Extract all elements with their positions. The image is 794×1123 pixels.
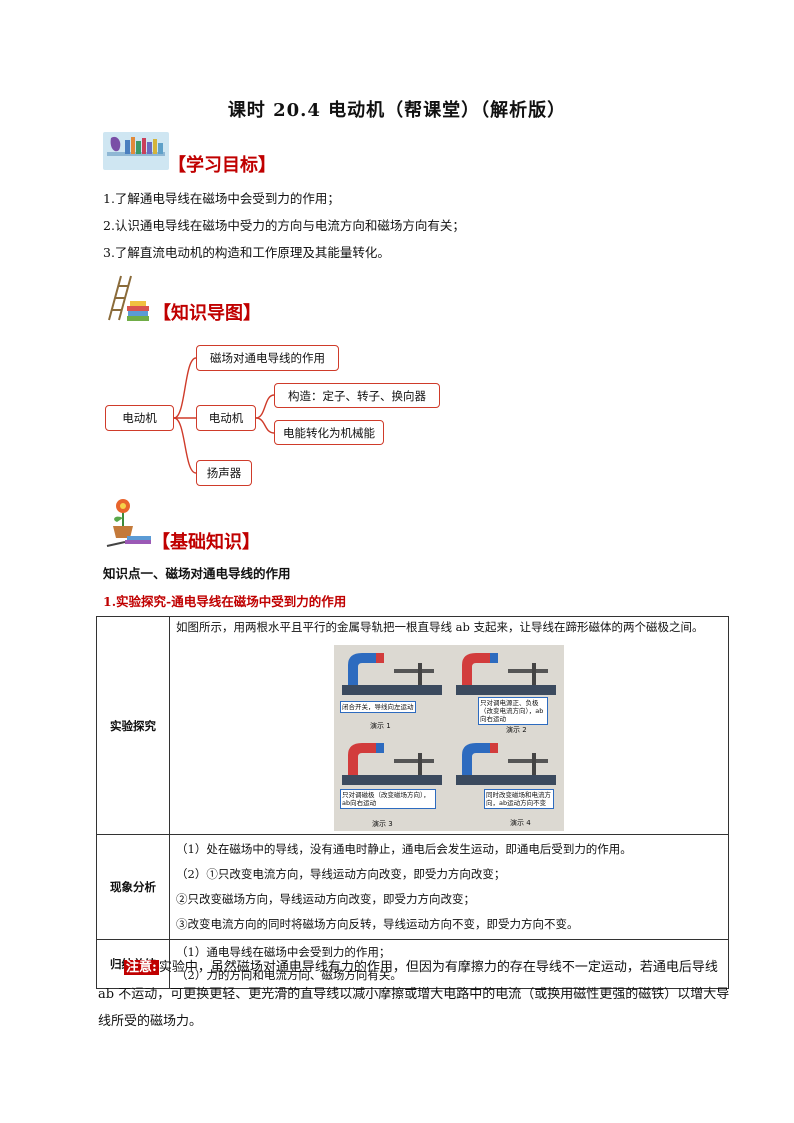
- analysis-line: ②只改变磁场方向，导线运动方向改变，即受力方向改变；: [176, 892, 475, 906]
- demo-name: 演示 3: [372, 820, 393, 828]
- goal-item: 1.了解通电导线在磁场中会受到力的作用；: [103, 191, 340, 206]
- analysis-line: ③改变电流方向的同时将磁场方向反转，导线运动方向不变，即受力方向不变。: [176, 917, 579, 931]
- row-label: 现象分析: [96, 834, 170, 940]
- demo-caption: 只对调磁极（改变磁场方向），ab向右运动: [340, 789, 436, 809]
- table-row: 实验探究 如图所示，用两根水平且平行的金属导轨把一根直导线 ab 支起来，让导线…: [96, 616, 729, 835]
- demo-name: 演示 2: [506, 726, 527, 734]
- goal-item: 2.认识通电导线在磁场中受力的方向与电流方向和磁场方向有关；: [103, 218, 465, 233]
- mindmap-motor-structure: 构造：定子、转子、换向器: [274, 383, 440, 408]
- demo-caption: 闭合开关，导线向左运动: [340, 701, 416, 713]
- section-title-basics: 【基础知识】: [152, 532, 260, 553]
- row-label: 实验探究: [96, 616, 170, 835]
- mindmap-branch-speaker: 扬声器: [196, 460, 252, 486]
- demo-caption: 只对调电源正、负极（改变电流方向），ab向右运动: [478, 697, 548, 725]
- row-content: 如图所示，用两根水平且平行的金属导轨把一根直导线 ab 支起来，让导线在蹄形磁体…: [169, 616, 729, 835]
- page-title: 课时 20.4 电动机（帮课堂）（解析版）: [227, 100, 567, 121]
- flowerpot-books-icon: [103, 496, 153, 548]
- note-paragraph: 注意:实验中，虽然磁场对通电导线有力的作用，但因为有摩擦力的存在导线不一定运动，…: [98, 954, 730, 1035]
- summary-line: （1）通电导线在磁场中会受到力的作用；: [176, 945, 391, 959]
- mindmap-branch-motor: 电动机: [196, 405, 256, 431]
- section-title-goals: 【学习目标】: [168, 155, 276, 176]
- summary-line: （2）力的方向和电流方向、磁场方向有关。: [176, 968, 402, 982]
- section-title-mindmap: 【知识导图】: [153, 303, 261, 324]
- row-content: （1）通电导线在磁场中会受到力的作用； （2）力的方向和电流方向、磁场方向有关。: [169, 939, 729, 989]
- mindmap-energy-conversion: 电能转化为机械能: [274, 420, 384, 445]
- mindmap-root: 电动机: [105, 405, 174, 431]
- table-row: 现象分析 （1）处在磁场中的导线，没有通电时静止，通电后会发生运动，即通电后受到…: [96, 834, 729, 940]
- note-text: 实验中，虽然磁场对通电导线有力的作用，但因为有摩擦力的存在导线不一定运动，若通电…: [98, 960, 730, 1029]
- row-content: （1）处在磁场中的导线，没有通电时静止，通电后会发生运动，即通电后受到力的作用。…: [169, 834, 729, 940]
- demo-caption: 同时改变磁场和电流方向，ab运动方向不变: [484, 789, 554, 809]
- knowledge-point-heading: 知识点一、磁场对通电导线的作用: [103, 566, 291, 581]
- experiment-subheading: 1.实验探究-通电导线在磁场中受到力的作用: [103, 594, 347, 609]
- demo-name: 演示 1: [370, 722, 391, 730]
- demo-name: 演示 4: [510, 819, 531, 827]
- analysis-line: （2）①只改变电流方向，导线运动方向改变，即受力方向改变；: [176, 867, 506, 881]
- table-row: 归纳总结 （1）通电导线在磁场中会受到力的作用； （2）力的方向和电流方向、磁场…: [96, 939, 729, 989]
- ladder-books-icon: [103, 272, 153, 322]
- experiment-photo: 闭合开关，导线向左运动 演示 1 只对调电源正、负极（改变电流方向），ab向右运…: [334, 645, 564, 831]
- goal-item: 3.了解直流电动机的构造和工作原理及其能量转化。: [103, 245, 390, 260]
- analysis-line: （1）处在磁场中的导线，没有通电时静止，通电后会发生运动，即通电后受到力的作用。: [176, 842, 632, 856]
- note-tag: 注意:: [124, 960, 159, 975]
- experiment-description: 如图所示，用两根水平且平行的金属导轨把一根直导线 ab 支起来，让导线在蹄形磁体…: [176, 620, 704, 634]
- mindmap-branch-magnetic-force: 磁场对通电导线的作用: [196, 345, 339, 371]
- experiment-table: 实验探究 如图所示，用两根水平且平行的金属导轨把一根直导线 ab 支起来，让导线…: [96, 616, 729, 989]
- books-icon: [103, 132, 169, 170]
